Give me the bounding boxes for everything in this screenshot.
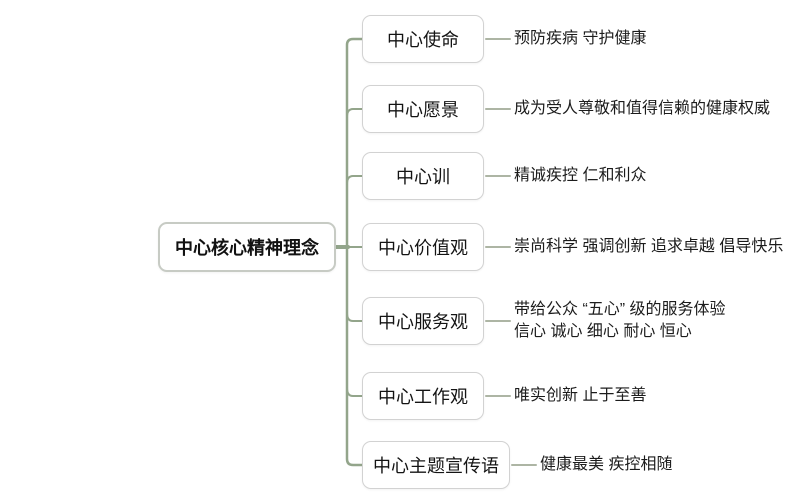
branch-node-label: 中心服务观: [378, 312, 468, 332]
branch-node[interactable]: 中心训: [362, 152, 484, 200]
branch-row: 中心价值观 崇尚科学 强调创新 追求卓越 倡导快乐: [362, 223, 783, 271]
root-node[interactable]: 中心核心精神理念: [158, 222, 336, 272]
root-node-label: 中心核心精神理念: [175, 238, 319, 258]
branch-detail-line: 健康最美 疾控相随: [540, 456, 673, 473]
branch-row: 中心主题宣传语 健康最美 疾控相随: [362, 441, 672, 489]
branch-detail-line: 带给公众 “五心” 级的服务体验: [514, 301, 726, 318]
branch-detail-line: 信心 诚心 细心 耐心 恒心: [514, 323, 692, 340]
branch-node-label: 中心工作观: [378, 387, 468, 407]
branch-node-label: 中心使命: [387, 30, 459, 50]
branch-node-label: 中心愿景: [387, 100, 459, 120]
branch-node[interactable]: 中心工作观: [362, 372, 484, 420]
branch-node[interactable]: 中心价值观: [362, 223, 484, 271]
branch-detail-line: 预防疾病 守护健康: [514, 30, 647, 47]
branch-row: 中心工作观 唯实创新 止于至善: [362, 372, 646, 420]
branch-detail-text[interactable]: 成为受人尊敬和值得信赖的健康权威: [514, 98, 770, 120]
branch-detail-text[interactable]: 唯实创新 止于至善: [514, 385, 646, 407]
branch-detail-text[interactable]: 预防疾病 守护健康: [514, 28, 646, 50]
branch-node[interactable]: 中心使命: [362, 15, 484, 63]
branch-detail-line: 成为受人尊敬和值得信赖的健康权威: [514, 100, 771, 117]
branch-node-label: 中心价值观: [378, 238, 468, 258]
branch-detail-line: 崇尚科学 强调创新 追求卓越 倡导快乐: [514, 238, 784, 255]
branch-detail-line: 唯实创新 止于至善: [514, 387, 647, 404]
branch-detail-text[interactable]: 精诚疾控 仁和利众: [514, 165, 646, 187]
branch-node[interactable]: 中心愿景: [362, 85, 484, 133]
branch-node[interactable]: 中心主题宣传语: [362, 441, 510, 489]
branch-row: 中心服务观 带给公众 “五心” 级的服务体验信心 诚心 细心 耐心 恒心: [362, 297, 726, 345]
branch-detail-text[interactable]: 健康最美 疾控相随: [540, 454, 672, 476]
branch-row: 中心使命 预防疾病 守护健康: [362, 15, 646, 63]
branch-node-label: 中心主题宣传语: [373, 456, 499, 476]
branch-node[interactable]: 中心服务观: [362, 297, 484, 345]
branch-detail-line: 精诚疾控 仁和利众: [514, 167, 647, 184]
branch-node-label: 中心训: [396, 167, 450, 187]
branch-detail-text[interactable]: 崇尚科学 强调创新 追求卓越 倡导快乐: [514, 236, 783, 258]
branch-row: 中心训 精诚疾控 仁和利众: [362, 152, 646, 200]
branch-detail-text[interactable]: 带给公众 “五心” 级的服务体验信心 诚心 细心 耐心 恒心: [514, 299, 726, 343]
branch-row: 中心愿景 成为受人尊敬和值得信赖的健康权威: [362, 85, 770, 133]
